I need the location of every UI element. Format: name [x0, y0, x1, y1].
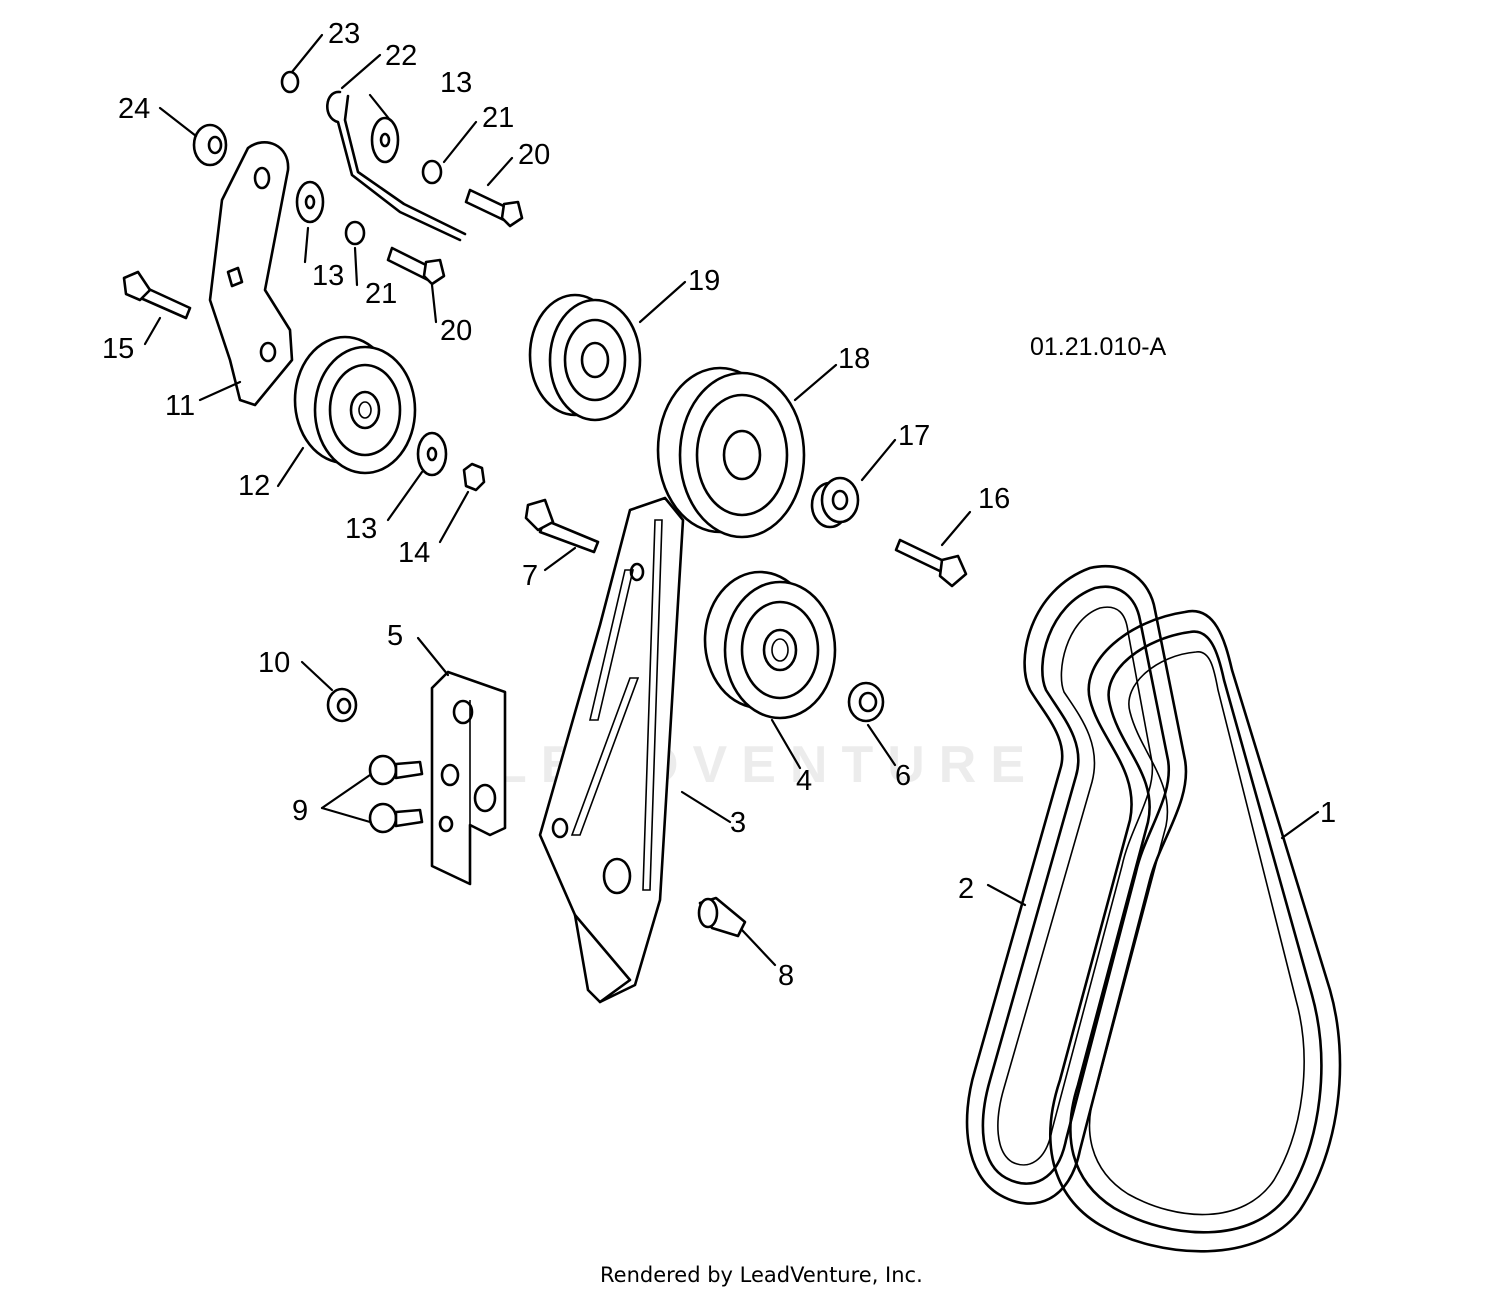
document-number: 01.21.010-A	[1030, 333, 1167, 361]
callout-20-upper: 20	[518, 139, 550, 171]
part-17-spacer[interactable]	[810, 476, 860, 529]
callout-8: 8	[778, 960, 794, 992]
part-12-idler-pulley[interactable]	[293, 335, 417, 475]
part-3-idler-arm[interactable]	[538, 496, 685, 1004]
part-1-belt[interactable]	[1049, 609, 1342, 1253]
callout-2: 2	[958, 873, 974, 905]
callout-labels: 1 2 3 4 5 6 7 8 9 10 11 12 13 13 13 14 1…	[102, 18, 1336, 992]
callout-19: 19	[688, 265, 720, 297]
part-20-bolts[interactable]	[386, 188, 524, 286]
callout-13-lower: 13	[345, 513, 377, 545]
part-24-spacer[interactable]	[192, 123, 228, 167]
callout-10: 10	[258, 647, 290, 679]
part-8-screw[interactable]	[697, 896, 747, 938]
part-5-bracket-plate[interactable]	[430, 670, 507, 886]
footer-credit: Rendered by LeadVenture, Inc.	[600, 1263, 923, 1287]
part-22-rod[interactable]	[326, 90, 467, 242]
callout-11: 11	[165, 390, 195, 422]
part-18-pulley[interactable]	[656, 366, 806, 539]
callout-15: 15	[102, 333, 134, 365]
callout-4: 4	[796, 765, 812, 797]
part-7-bolt[interactable]	[524, 498, 600, 554]
part-23-lock-washer[interactable]	[280, 70, 300, 94]
callout-16: 16	[978, 483, 1010, 515]
callout-22: 22	[385, 40, 417, 72]
part-21-lock-nuts[interactable]	[344, 159, 443, 246]
callout-1: 1	[1320, 797, 1336, 829]
callout-3: 3	[730, 807, 746, 839]
callout-21-upper: 21	[482, 102, 514, 134]
callout-20-lower: 20	[440, 315, 472, 347]
part-16-bolt[interactable]	[894, 538, 968, 588]
callout-23: 23	[328, 18, 360, 50]
callout-12: 12	[238, 470, 270, 502]
part-15-bolt[interactable]	[122, 270, 192, 320]
part-10-nut[interactable]	[326, 687, 358, 723]
callout-14: 14	[398, 537, 430, 569]
callout-9: 9	[292, 795, 308, 827]
part-14-nut[interactable]	[462, 462, 486, 492]
callout-6: 6	[895, 760, 911, 792]
callout-18: 18	[838, 343, 870, 375]
part-2-belt[interactable]	[965, 565, 1188, 1205]
part-11-arm-bracket[interactable]	[208, 141, 294, 407]
part-13-washers[interactable]	[295, 116, 448, 477]
part-9-screws[interactable]	[368, 754, 424, 834]
callout-17: 17	[898, 420, 930, 452]
part-19-pulley[interactable]	[528, 293, 642, 422]
leader-lines	[143, 33, 1320, 967]
callout-21-lower: 21	[365, 278, 397, 310]
callout-7: 7	[522, 560, 538, 592]
callout-13-upper: 13	[440, 67, 472, 99]
part-6-nut[interactable]	[847, 681, 885, 723]
callout-5: 5	[387, 620, 403, 652]
callout-24: 24	[118, 93, 150, 125]
callout-13-middle: 13	[312, 260, 344, 292]
part-4-idler-pulley[interactable]	[703, 570, 837, 720]
